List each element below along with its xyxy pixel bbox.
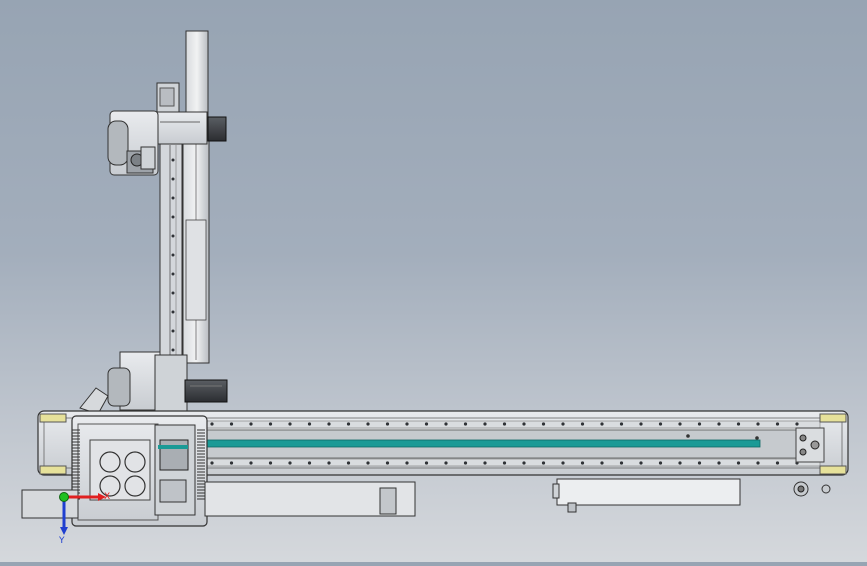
mounting-hole [424, 461, 429, 465]
mounting-hole [522, 461, 526, 465]
mounting-hole [444, 422, 448, 426]
mounting-hole [756, 422, 760, 426]
mounting-hole [561, 422, 565, 426]
mounting-hole [736, 461, 741, 465]
mounting-hole [795, 422, 799, 426]
mounting-hole [327, 461, 331, 465]
mounting-hole [171, 158, 175, 162]
mounting-hole [697, 422, 702, 426]
end-cap [39, 465, 67, 475]
mounting-hole [171, 291, 175, 295]
rail-hole-row [171, 158, 175, 352]
mounting-hole [541, 422, 546, 426]
mounting-hole [775, 422, 780, 426]
mounting-hole [717, 461, 721, 465]
mounting-hole [444, 461, 448, 465]
mounting-hole [210, 422, 214, 426]
mounting-hole [775, 461, 780, 465]
mounting-hole [229, 461, 234, 465]
mounting-hole [171, 253, 175, 257]
mounting-hole [678, 461, 682, 465]
mounting-hole [171, 310, 175, 314]
bottom-hole-row [210, 461, 799, 465]
end-cap [819, 413, 847, 423]
mounting-hole [171, 329, 175, 333]
mounting-hole [658, 461, 663, 465]
mounting-hole [639, 422, 643, 426]
mounting-hole [210, 461, 214, 465]
mounting-hole [405, 461, 409, 465]
mounting-hole [756, 461, 760, 465]
mounting-hole [346, 422, 351, 426]
mounting-hole [580, 422, 585, 426]
mounting-hole [366, 422, 370, 426]
mounting-hole [405, 422, 409, 426]
mounting-hole [483, 461, 487, 465]
cooling-fins [197, 429, 205, 500]
mounting-hole [580, 461, 585, 465]
horizontal-axis-module[interactable] [21, 410, 849, 527]
mounting-hole [600, 461, 604, 465]
mounting-hole [697, 461, 702, 465]
mounting-hole [171, 215, 175, 219]
mounting-hole [327, 422, 331, 426]
mounting-hole [619, 461, 624, 465]
mounting-hole [171, 348, 175, 352]
mounting-hole [229, 422, 234, 426]
mounting-hole [171, 177, 175, 181]
mounting-hole [171, 196, 175, 200]
top-hole-row [210, 422, 799, 426]
mounting-hole [288, 422, 292, 426]
mounting-hole [502, 461, 507, 465]
end-cap [819, 465, 847, 475]
mounting-hole [424, 422, 429, 426]
end-cap [39, 413, 67, 423]
mounting-hole [717, 422, 721, 426]
mounting-hole [171, 234, 175, 238]
mounting-hole [249, 422, 253, 426]
mounting-hole [483, 422, 487, 426]
mounting-hole [619, 422, 624, 426]
mounting-hole [366, 461, 370, 465]
mounting-hole [171, 272, 175, 276]
vertical-axis-module[interactable] [79, 30, 228, 415]
mounting-hole [463, 422, 468, 426]
mounting-hole [639, 461, 643, 465]
mounting-hole [385, 461, 390, 465]
mounting-hole [268, 422, 273, 426]
mounting-hole [541, 461, 546, 465]
mounting-hole [522, 422, 526, 426]
mounting-hole [678, 422, 682, 426]
mounting-hole [502, 422, 507, 426]
mounting-hole [600, 422, 604, 426]
mounting-hole [288, 461, 292, 465]
mounting-hole [561, 461, 565, 465]
accent-strip [204, 439, 761, 448]
mounting-hole [249, 461, 253, 465]
mounting-hole [658, 422, 663, 426]
mounting-hole [736, 422, 741, 426]
mounting-hole [463, 461, 468, 465]
mounting-hole [385, 422, 390, 426]
mounting-hole [307, 461, 312, 465]
mounting-hole [346, 461, 351, 465]
mounting-hole [307, 422, 312, 426]
mounting-hole [268, 461, 273, 465]
